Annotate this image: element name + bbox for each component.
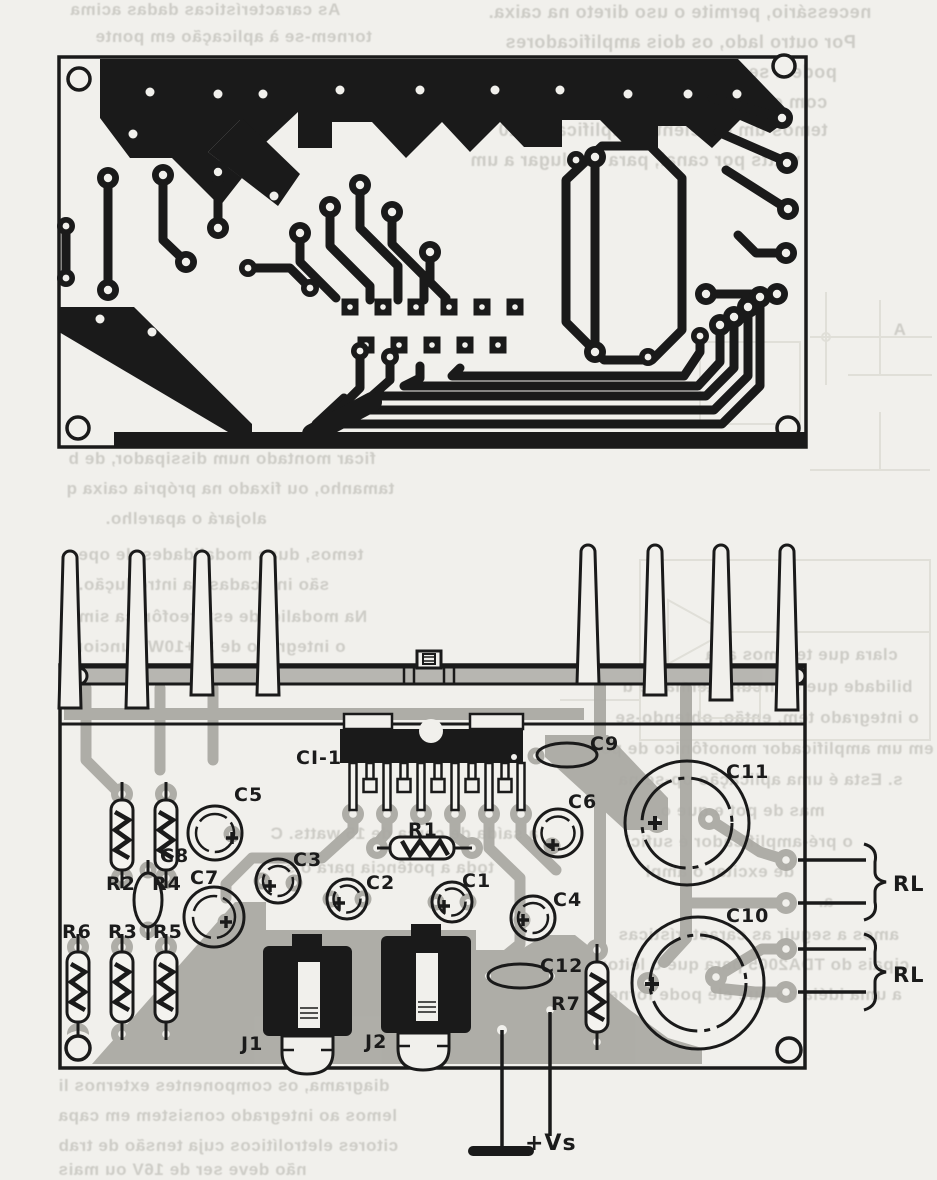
label-j2: J2 <box>363 1031 387 1053</box>
label-ci1: CI-1 <box>296 747 342 769</box>
label-r2: R2 <box>106 873 136 895</box>
capacitor-c2 <box>325 877 369 921</box>
label-rl-top: RL <box>893 872 925 896</box>
label-r5: R5 <box>153 921 183 943</box>
speaker-output-callouts <box>798 842 887 1012</box>
label-c11: C11 <box>726 761 769 783</box>
label-c8: C8 <box>160 845 189 867</box>
label-c3: C3 <box>293 849 322 871</box>
capacitor-c11 <box>623 759 751 887</box>
bottom-board-mounting-holes <box>64 1034 803 1064</box>
jack-j1-barrel <box>280 1034 335 1076</box>
top-pcb-copper-layout <box>57 53 808 449</box>
capacitor-c5 <box>186 804 244 862</box>
label-c12: C12 <box>540 955 583 977</box>
label-c9: C9 <box>590 733 619 755</box>
supply-callout <box>468 1012 552 1156</box>
ic-ci1 <box>340 712 526 812</box>
label-c5: C5 <box>234 784 263 806</box>
copper-pour-top <box>100 59 793 206</box>
label-c7: C7 <box>190 867 219 889</box>
label-c2: C2 <box>366 872 395 894</box>
component-labels: CI-1 C8 R2 R4 C5 C7 R6 R3 R5 C3 C2 C1 R1… <box>62 733 925 1156</box>
copper-bottom-bar <box>114 432 806 446</box>
copper-nested-u-traces <box>302 297 765 444</box>
ic-pin1-dot <box>511 754 517 760</box>
capacitor-c8 <box>132 860 164 940</box>
ic-square-pads <box>341 298 524 354</box>
capacitor-c12 <box>486 962 554 990</box>
label-vs: +Vs <box>525 1131 577 1156</box>
capacitor-c3 <box>254 857 302 905</box>
ic-notch <box>419 719 443 743</box>
label-r4: R4 <box>152 873 182 895</box>
label-r6: R6 <box>62 921 92 943</box>
copper-pour-spur <box>208 118 300 206</box>
label-c4: C4 <box>553 889 582 911</box>
capacitors <box>132 741 766 1051</box>
label-c10: C10 <box>726 905 769 927</box>
label-j1: J1 <box>239 1033 263 1055</box>
jack-j2-barrel <box>396 1031 451 1072</box>
top-board-outline <box>57 55 808 449</box>
jacks <box>263 924 471 1076</box>
capacitor-c1 <box>430 880 474 924</box>
capacitor-c7 <box>182 885 246 949</box>
heatsink <box>57 543 807 726</box>
bottom-board-component-layout <box>57 543 887 1156</box>
resistors <box>67 782 608 1050</box>
label-rl-bottom: RL <box>893 963 925 987</box>
heatsink-mounting-tab <box>415 649 443 670</box>
brace-rl-top <box>863 842 887 922</box>
label-c1: C1 <box>462 870 491 892</box>
resistor-r1 <box>377 835 472 861</box>
jack-j2 <box>381 924 471 1072</box>
heatsink-fins <box>57 543 800 712</box>
capacitor-c6 <box>532 807 584 859</box>
ic-pins <box>348 761 526 812</box>
supply-bar <box>468 1146 534 1156</box>
copper-pour-bottom-left <box>59 307 252 432</box>
label-r1: R1 <box>408 819 438 841</box>
copper-loop-right <box>561 141 687 365</box>
label-r3: R3 <box>108 921 138 943</box>
capacitor-c10 <box>630 915 766 1051</box>
jack-j1 <box>263 934 352 1076</box>
capacitor-c9 <box>535 741 599 769</box>
pour-holes <box>128 85 742 201</box>
capacitor-c4 <box>509 894 557 942</box>
label-c6: C6 <box>568 791 597 813</box>
label-r7: R7 <box>551 993 581 1015</box>
brace-rl-bottom <box>863 932 887 1012</box>
